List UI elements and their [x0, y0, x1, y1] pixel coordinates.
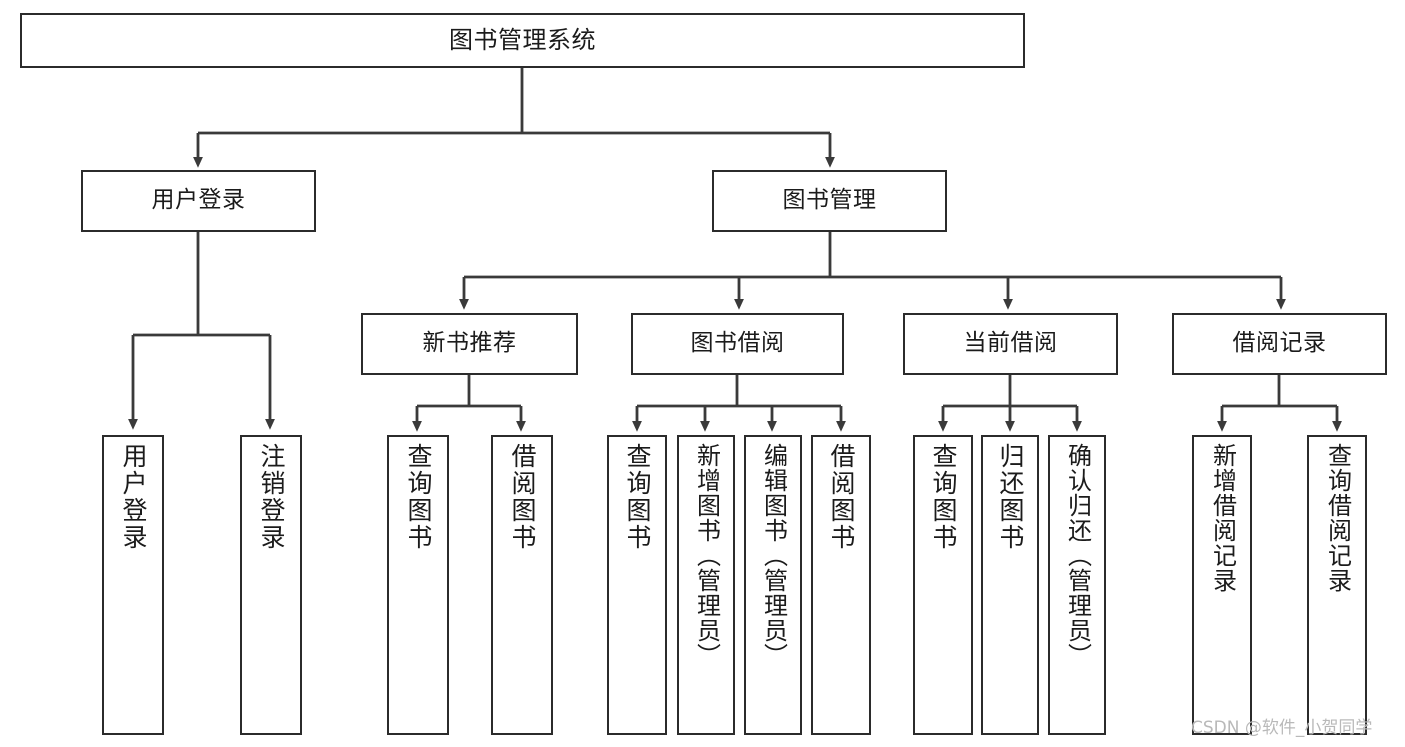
leaf-return-book[interactable]: 归还图书 [981, 435, 1039, 735]
node-label: 归还图书 [996, 443, 1025, 551]
leaf-user-login[interactable]: 用户登录 [102, 435, 164, 735]
leaf-borrow-book[interactable]: 借阅图书 [811, 435, 871, 735]
leaf-add-borrow-record[interactable]: 新增借阅记录 [1192, 435, 1252, 735]
leaf-edit-book[interactable]: 编辑图书（管理员） [744, 435, 802, 735]
leaf-add-book[interactable]: 新增图书（管理员） [677, 435, 735, 735]
node-new-book-recommend[interactable]: 新书推荐 [361, 313, 578, 375]
node-label: 新书推荐 [422, 330, 517, 357]
node-label: 借阅记录 [1232, 330, 1327, 357]
node-book-borrow[interactable]: 图书借阅 [631, 313, 844, 375]
node-current-borrow[interactable]: 当前借阅 [903, 313, 1118, 375]
node-label: 新增借阅记录 [1208, 443, 1237, 593]
leaf-query-borrow-record[interactable]: 查询借阅记录 [1307, 435, 1367, 735]
node-label: 查询借阅记录 [1323, 443, 1352, 593]
node-label: 新增图书（管理员） [692, 443, 721, 668]
csdn-watermark: CSDN @软件_小贺同学 [1191, 718, 1373, 738]
node-root-system[interactable]: 图书管理系统 [20, 13, 1025, 68]
node-label: 查询图书 [929, 443, 958, 551]
node-label: 图书借阅 [690, 330, 785, 357]
node-label: 用户登录 [151, 187, 246, 214]
node-label: 确认归还（管理员） [1063, 443, 1092, 668]
node-label: 图书管理 [782, 187, 877, 214]
node-book-manage[interactable]: 图书管理 [712, 170, 947, 232]
node-user-login[interactable]: 用户登录 [81, 170, 316, 232]
leaf-logout[interactable]: 注销登录 [240, 435, 302, 735]
node-label: 注销登录 [257, 443, 286, 551]
node-label: 编辑图书（管理员） [759, 443, 788, 668]
node-label: 查询图书 [404, 443, 433, 551]
node-label: 用户登录 [119, 443, 148, 551]
node-label: 借阅图书 [827, 443, 856, 551]
leaf-query-book-current[interactable]: 查询图书 [913, 435, 973, 735]
leaf-query-book-borrow[interactable]: 查询图书 [607, 435, 667, 735]
node-label: 当前借阅 [963, 330, 1058, 357]
leaf-confirm-return[interactable]: 确认归还（管理员） [1048, 435, 1106, 735]
leaf-borrow-book-recommend[interactable]: 借阅图书 [491, 435, 553, 735]
node-borrow-record[interactable]: 借阅记录 [1172, 313, 1387, 375]
node-label: 查询图书 [623, 443, 652, 551]
leaf-query-book-recommend[interactable]: 查询图书 [387, 435, 449, 735]
node-label: 借阅图书 [508, 443, 537, 551]
node-label: 图书管理系统 [449, 26, 596, 55]
